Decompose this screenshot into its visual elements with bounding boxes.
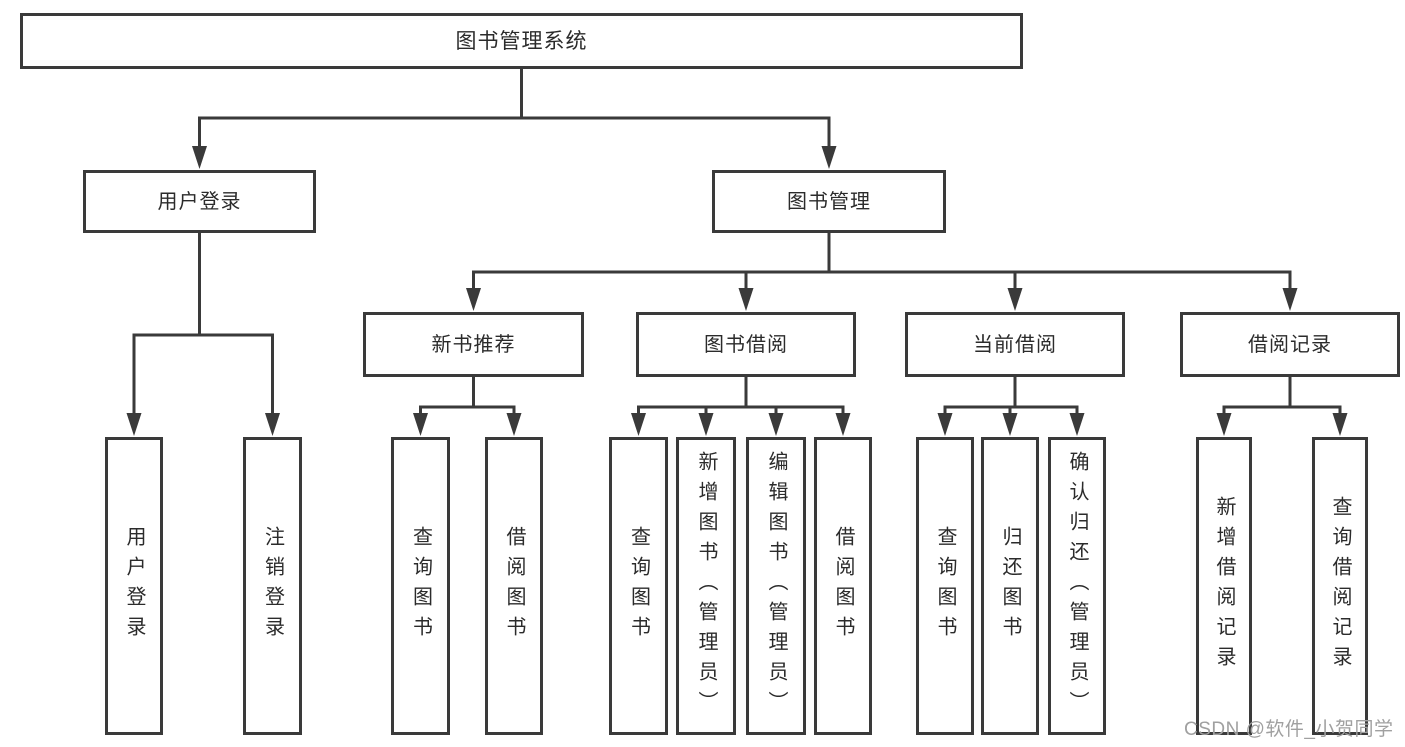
connector-lines	[198, 69, 831, 152]
arrowhead-icon	[1332, 413, 1348, 436]
node-mgmt: 图书管理	[712, 170, 946, 233]
node-login-logout: 注销登录	[243, 437, 302, 735]
arrowhead-icon	[1282, 288, 1298, 311]
node-current: 当前借阅	[905, 312, 1125, 377]
arrowhead-icon	[835, 413, 851, 436]
arrowhead-icon	[768, 413, 784, 436]
arrowhead-icon	[1002, 413, 1018, 436]
node-current-confirm: 确认归还（管理员）	[1048, 437, 1106, 735]
connector-lines	[1222, 377, 1342, 419]
node-login: 用户登录	[83, 170, 316, 233]
connector-mgmt	[466, 233, 1298, 311]
node-root: 图书管理系统	[20, 13, 1023, 69]
arrowhead-icon	[937, 413, 953, 436]
node-current-return: 归还图书	[981, 437, 1039, 735]
node-borrow: 图书借阅	[636, 312, 856, 377]
arrowhead-icon	[506, 413, 522, 436]
node-record-add: 新增借阅记录	[1196, 437, 1252, 735]
connector-lines	[419, 377, 516, 419]
node-borrow-query: 查询图书	[609, 437, 668, 735]
connector-lines	[472, 233, 1292, 294]
connector-lines	[132, 233, 274, 419]
arrowhead-icon	[192, 146, 207, 169]
connector-login	[126, 233, 280, 436]
node-record-query: 查询借阅记录	[1312, 437, 1368, 735]
arrowhead-icon	[1069, 413, 1085, 436]
connector-borrow	[631, 377, 851, 436]
node-borrow-lend: 借阅图书	[814, 437, 872, 735]
arrowhead-icon	[631, 413, 646, 436]
arrowhead-icon	[126, 413, 142, 436]
arrowhead-icon	[1007, 288, 1023, 311]
arrowhead-icon	[698, 413, 714, 436]
connector-current	[937, 377, 1085, 436]
node-borrow-edit: 编辑图书（管理员）	[746, 437, 806, 735]
node-newbook: 新书推荐	[363, 312, 584, 377]
connector-lines	[637, 377, 845, 419]
connector-root	[192, 69, 837, 169]
arrowhead-icon	[738, 288, 754, 311]
node-record: 借阅记录	[1180, 312, 1400, 377]
arrowhead-icon	[265, 413, 280, 436]
node-newbook-borrow: 借阅图书	[485, 437, 543, 735]
watermark: CSDN @软件_小贺同学	[1184, 719, 1394, 740]
connector-record	[1216, 377, 1348, 436]
node-current-query: 查询图书	[916, 437, 974, 735]
arrowhead-icon	[413, 413, 428, 436]
arrowhead-icon	[1216, 413, 1232, 436]
node-newbook-query: 查询图书	[391, 437, 450, 735]
connector-newbook	[413, 377, 522, 436]
node-borrow-add: 新增图书（管理员）	[676, 437, 736, 735]
arrowhead-icon	[821, 146, 837, 169]
connector-lines	[943, 377, 1079, 419]
arrowhead-icon	[466, 288, 481, 311]
node-login-user: 用户登录	[105, 437, 163, 735]
